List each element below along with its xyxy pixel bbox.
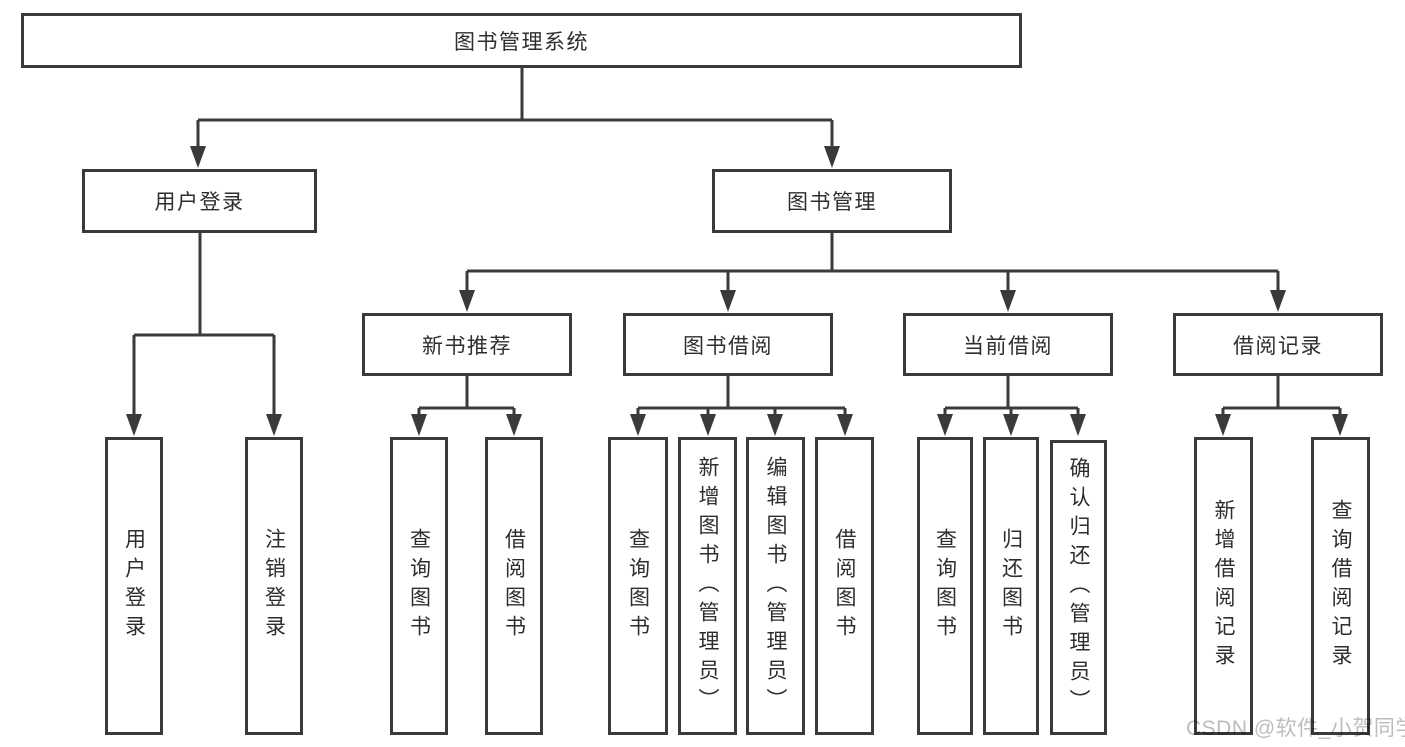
node-borrowing-records: 借阅记录 bbox=[1173, 313, 1383, 376]
leaf-add-borrow-record: 新增借阅记录 bbox=[1194, 437, 1253, 735]
node-current-borrowing: 当前借阅 bbox=[903, 313, 1113, 376]
leaf-recommend-borrow-books: 借阅图书 bbox=[485, 437, 543, 735]
node-library-management-system: 图书管理系统 bbox=[21, 13, 1022, 68]
csdn-watermark: CSDN @软件_小贺同学 bbox=[1186, 717, 1405, 740]
leaf-borrowing-search-books: 查询图书 bbox=[608, 437, 668, 735]
leaf-user-login: 用户登录 bbox=[105, 437, 163, 735]
node-user-login: 用户登录 bbox=[82, 169, 317, 233]
leaf-logout: 注销登录 bbox=[245, 437, 303, 735]
leaf-current-search-books: 查询图书 bbox=[917, 437, 973, 735]
leaf-recommend-search-books: 查询图书 bbox=[390, 437, 448, 735]
leaf-add-books-admin: 新增图书（管理员） bbox=[678, 437, 737, 735]
leaf-return-books: 归还图书 bbox=[983, 437, 1039, 735]
node-book-management: 图书管理 bbox=[712, 169, 952, 233]
leaf-search-borrow-record: 查询借阅记录 bbox=[1311, 437, 1370, 735]
node-new-book-recommend: 新书推荐 bbox=[362, 313, 572, 376]
leaf-confirm-return-admin: 确认归还（管理员） bbox=[1050, 440, 1107, 735]
leaf-borrowing-borrow-books: 借阅图书 bbox=[815, 437, 874, 735]
node-book-borrowing: 图书借阅 bbox=[623, 313, 833, 376]
leaf-edit-books-admin: 编辑图书（管理员） bbox=[746, 437, 805, 735]
